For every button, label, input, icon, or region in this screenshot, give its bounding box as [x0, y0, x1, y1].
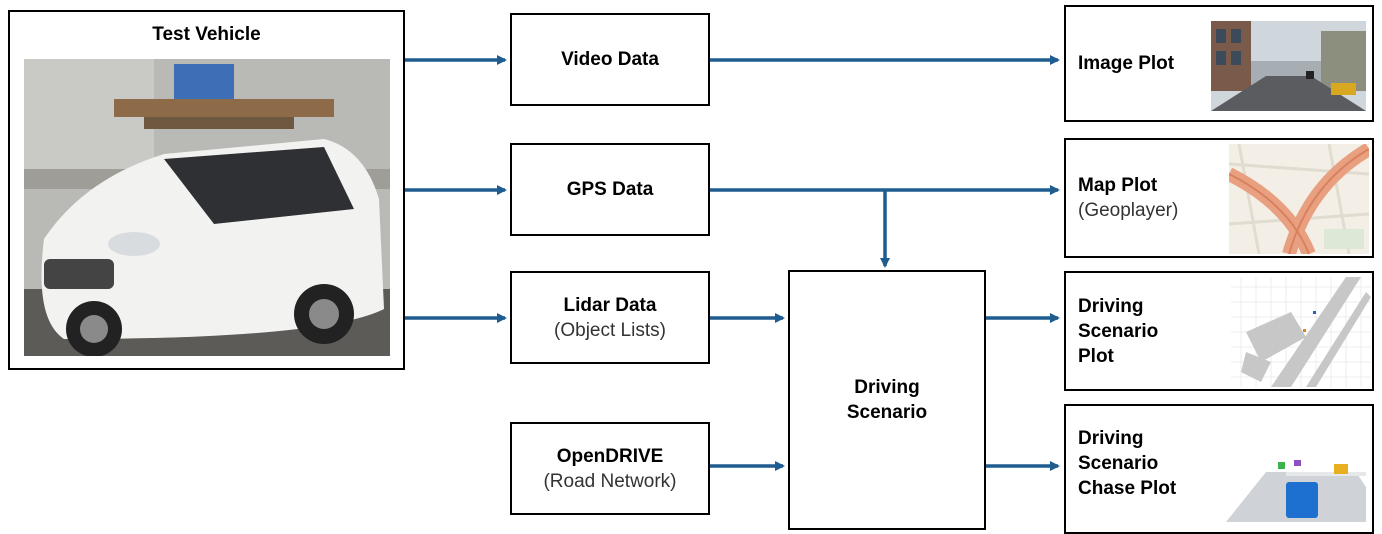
lidar-data-subtitle: (Object Lists) — [554, 319, 666, 341]
driving-scenario-title-line1: Driving — [854, 377, 920, 398]
image-plot-title: Image Plot — [1078, 53, 1175, 74]
opendrive-box: OpenDRIVE (Road Network) — [510, 422, 710, 515]
video-data-title: Video Data — [561, 49, 659, 70]
chase-plot-line1: Driving — [1078, 427, 1144, 449]
scenario-plot-line3: Plot — [1078, 345, 1114, 367]
chase-plot-line2: Scenario — [1078, 452, 1159, 474]
test-vehicle-box: Test Vehicle — [8, 10, 405, 370]
scenario-plot-thumbnail — [1231, 277, 1371, 387]
image-plot-thumbnail — [1211, 21, 1366, 111]
gps-data-title: GPS Data — [566, 179, 654, 200]
driving-scenario-plot-box: Driving Scenario Plot — [1064, 271, 1374, 391]
map-plot-box: Map Plot (Geoplayer) — [1064, 138, 1374, 258]
video-data-box: Video Data — [510, 13, 710, 106]
test-vehicle-title: Test Vehicle — [152, 24, 261, 45]
scenario-plot-line2: Scenario — [1078, 320, 1159, 342]
lidar-data-title: Lidar Data — [563, 294, 657, 316]
opendrive-title: OpenDRIVE — [556, 445, 664, 467]
test-vehicle-photo — [24, 59, 390, 356]
image-plot-box: Image Plot — [1064, 5, 1374, 122]
driving-scenario-title-line2: Scenario — [846, 402, 928, 423]
map-plot-title: Map Plot — [1078, 175, 1158, 196]
lidar-data-box: Lidar Data (Object Lists) — [510, 271, 710, 364]
driving-scenario-chase-plot-box: Driving Scenario Chase Plot — [1064, 404, 1374, 534]
opendrive-subtitle: (Road Network) — [543, 470, 677, 492]
map-plot-subtitle: (Geoplayer) — [1078, 200, 1179, 221]
map-plot-thumbnail — [1229, 144, 1369, 254]
chase-plot-thumbnail — [1226, 442, 1366, 522]
driving-scenario-box: Driving Scenario — [788, 270, 986, 530]
gps-data-box: GPS Data — [510, 143, 710, 236]
chase-plot-line3: Chase Plot — [1078, 477, 1177, 499]
scenario-plot-line1: Driving — [1078, 295, 1144, 317]
connector-arrows — [405, 55, 1060, 471]
